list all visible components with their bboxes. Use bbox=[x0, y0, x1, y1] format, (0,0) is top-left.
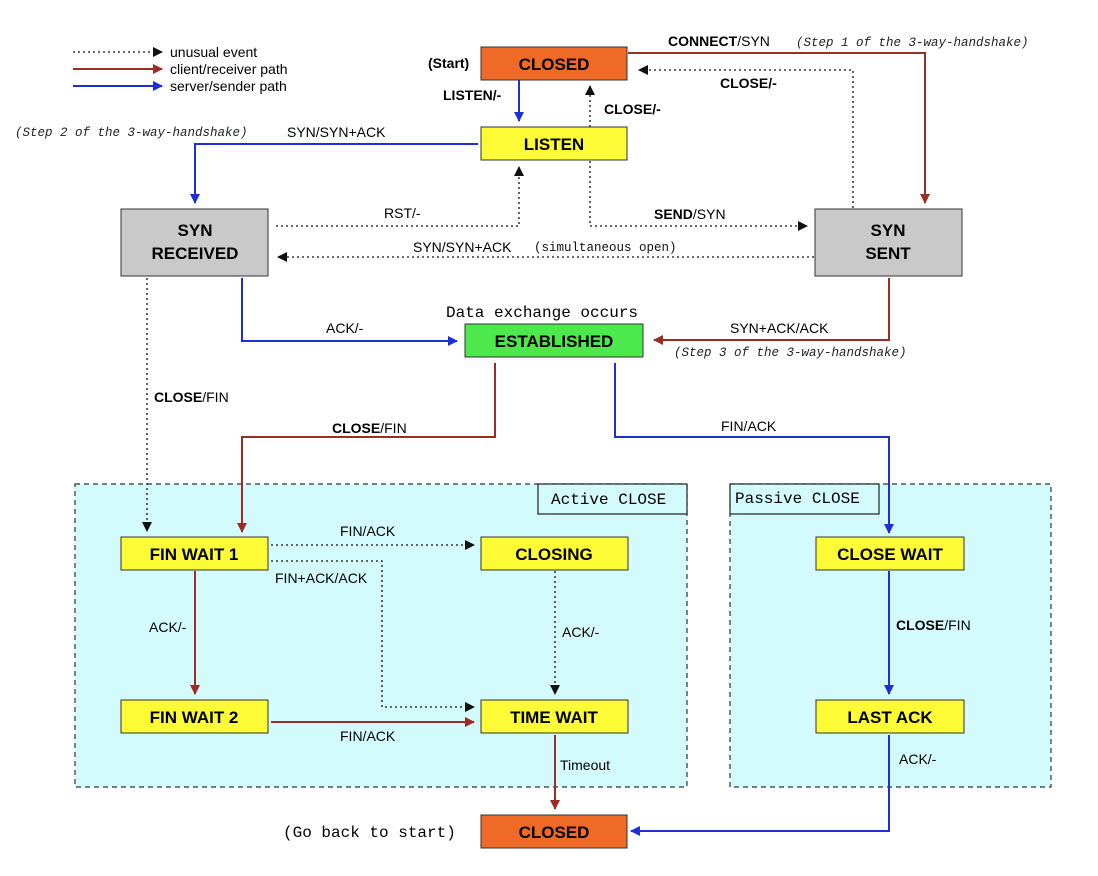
edge-synrcvd-established bbox=[241, 278, 458, 346]
active-close-region bbox=[74, 483, 688, 788]
state-time-wait[interactable]: TIME WAIT bbox=[480, 699, 629, 734]
state-time-wait-label: TIME WAIT bbox=[510, 708, 598, 727]
legend-client-label: client/receiver path bbox=[170, 61, 288, 77]
state-close-wait[interactable]: CLOSE WAIT bbox=[815, 536, 965, 571]
lastack-ack-label: ACK/- bbox=[899, 751, 937, 767]
closing-ack-label: ACK/- bbox=[562, 624, 600, 640]
state-syn-received[interactable]: SYN RECEIVED bbox=[120, 208, 269, 277]
state-closed-top-label: CLOSED bbox=[519, 55, 590, 74]
finwait2-fin-ack-label: FIN/ACK bbox=[340, 728, 396, 744]
syn-synack-label: SYN/SYN+ACK bbox=[287, 124, 386, 140]
state-fin-wait-1[interactable]: FIN WAIT 1 bbox=[120, 536, 269, 571]
state-fin-wait-2[interactable]: FIN WAIT 2 bbox=[120, 699, 269, 734]
step2-note: (Step 2 of the 3-way-handshake) bbox=[15, 126, 248, 140]
active-close-label: Active CLOSE bbox=[551, 491, 666, 509]
finack-ack-label: FIN+ACK/ACK bbox=[275, 570, 368, 586]
legend-unusual-label: unusual event bbox=[170, 44, 257, 60]
state-established[interactable]: ESTABLISHED bbox=[464, 323, 644, 358]
data-exchange-label: Data exchange occurs bbox=[446, 304, 638, 322]
passive-close-label: Passive CLOSE bbox=[735, 490, 860, 508]
start-label: (Start) bbox=[428, 55, 469, 71]
listen-edge-label: LISTEN/- bbox=[443, 87, 502, 103]
state-closed-top[interactable]: CLOSED bbox=[480, 46, 628, 81]
rst-label: RST/- bbox=[384, 205, 421, 221]
state-established-label: ESTABLISHED bbox=[495, 332, 614, 351]
edge-established-closewait bbox=[614, 363, 894, 534]
established-fin-ack-label: FIN/ACK bbox=[721, 418, 777, 434]
state-syn-sent-line1: SYN bbox=[871, 221, 906, 240]
simultaneous-open-label: SYN/SYN+ACK bbox=[413, 239, 512, 255]
finwait1-fin-ack-label: FIN/ACK bbox=[340, 523, 396, 539]
state-closed-bottom-label: CLOSED bbox=[519, 823, 590, 842]
state-listen-label: LISTEN bbox=[524, 135, 584, 154]
state-fin-wait-2-label: FIN WAIT 2 bbox=[150, 708, 239, 727]
closewait-close-fin-label: CLOSE/FIN bbox=[896, 617, 971, 633]
edge-synsent-established bbox=[653, 278, 890, 345]
go-back-label: (Go back to start) bbox=[283, 824, 456, 842]
state-close-wait-label: CLOSE WAIT bbox=[837, 545, 943, 564]
passive-close-region bbox=[729, 483, 1052, 788]
edge-listen-synrcvd bbox=[190, 143, 478, 204]
edge-connect-syn bbox=[628, 52, 930, 204]
edge-send-syn bbox=[589, 161, 808, 231]
edge-finwait1-timewait bbox=[271, 560, 475, 712]
ack-established-label: ACK/- bbox=[326, 320, 364, 336]
legend-server-label: server/sender path bbox=[170, 78, 287, 94]
state-closing[interactable]: CLOSING bbox=[480, 536, 629, 571]
state-fin-wait-1-label: FIN WAIT 1 bbox=[150, 545, 239, 564]
synsent-close-label: CLOSE/- bbox=[720, 75, 777, 91]
state-closed-bottom[interactable]: CLOSED bbox=[480, 814, 628, 849]
edge-rst bbox=[276, 166, 524, 227]
synrcvd-close-fin-label: CLOSE/FIN bbox=[154, 389, 229, 405]
step3-note: (Step 3 of the 3-way-handshake) bbox=[674, 346, 907, 360]
established-close-fin-label: CLOSE/FIN bbox=[332, 420, 407, 436]
state-syn-sent[interactable]: SYN SENT bbox=[814, 208, 963, 277]
edge-established-finwait1 bbox=[237, 363, 496, 533]
state-last-ack[interactable]: LAST ACK bbox=[815, 699, 965, 734]
connect-syn-label: CONNECT/SYN bbox=[668, 33, 770, 49]
simultaneous-open-note: (simultaneous open) bbox=[534, 241, 677, 255]
send-syn-label: SEND/SYN bbox=[654, 206, 726, 222]
step1-note: (Step 1 of the 3-way-handshake) bbox=[796, 36, 1029, 50]
synack-ack-label: SYN+ACK/ACK bbox=[730, 320, 829, 336]
state-last-ack-label: LAST ACK bbox=[847, 708, 933, 727]
timeout-label: Timeout bbox=[560, 757, 610, 773]
state-syn-sent-line2: SENT bbox=[865, 244, 911, 263]
active-close-tag bbox=[537, 483, 688, 515]
edge-lastack-closed bbox=[630, 735, 890, 836]
finwait1-ack-label: ACK/- bbox=[149, 619, 187, 635]
edge-synsent-close bbox=[638, 65, 854, 208]
legend: unusual event client/receiver path serve… bbox=[73, 44, 288, 94]
state-listen[interactable]: LISTEN bbox=[480, 126, 628, 161]
state-closing-label: CLOSING bbox=[515, 545, 592, 564]
passive-close-tag bbox=[729, 483, 880, 515]
state-syn-received-line1: SYN bbox=[178, 221, 213, 240]
listen-close-label: CLOSE/- bbox=[604, 101, 661, 117]
state-syn-received-line2: RECEIVED bbox=[152, 244, 239, 263]
